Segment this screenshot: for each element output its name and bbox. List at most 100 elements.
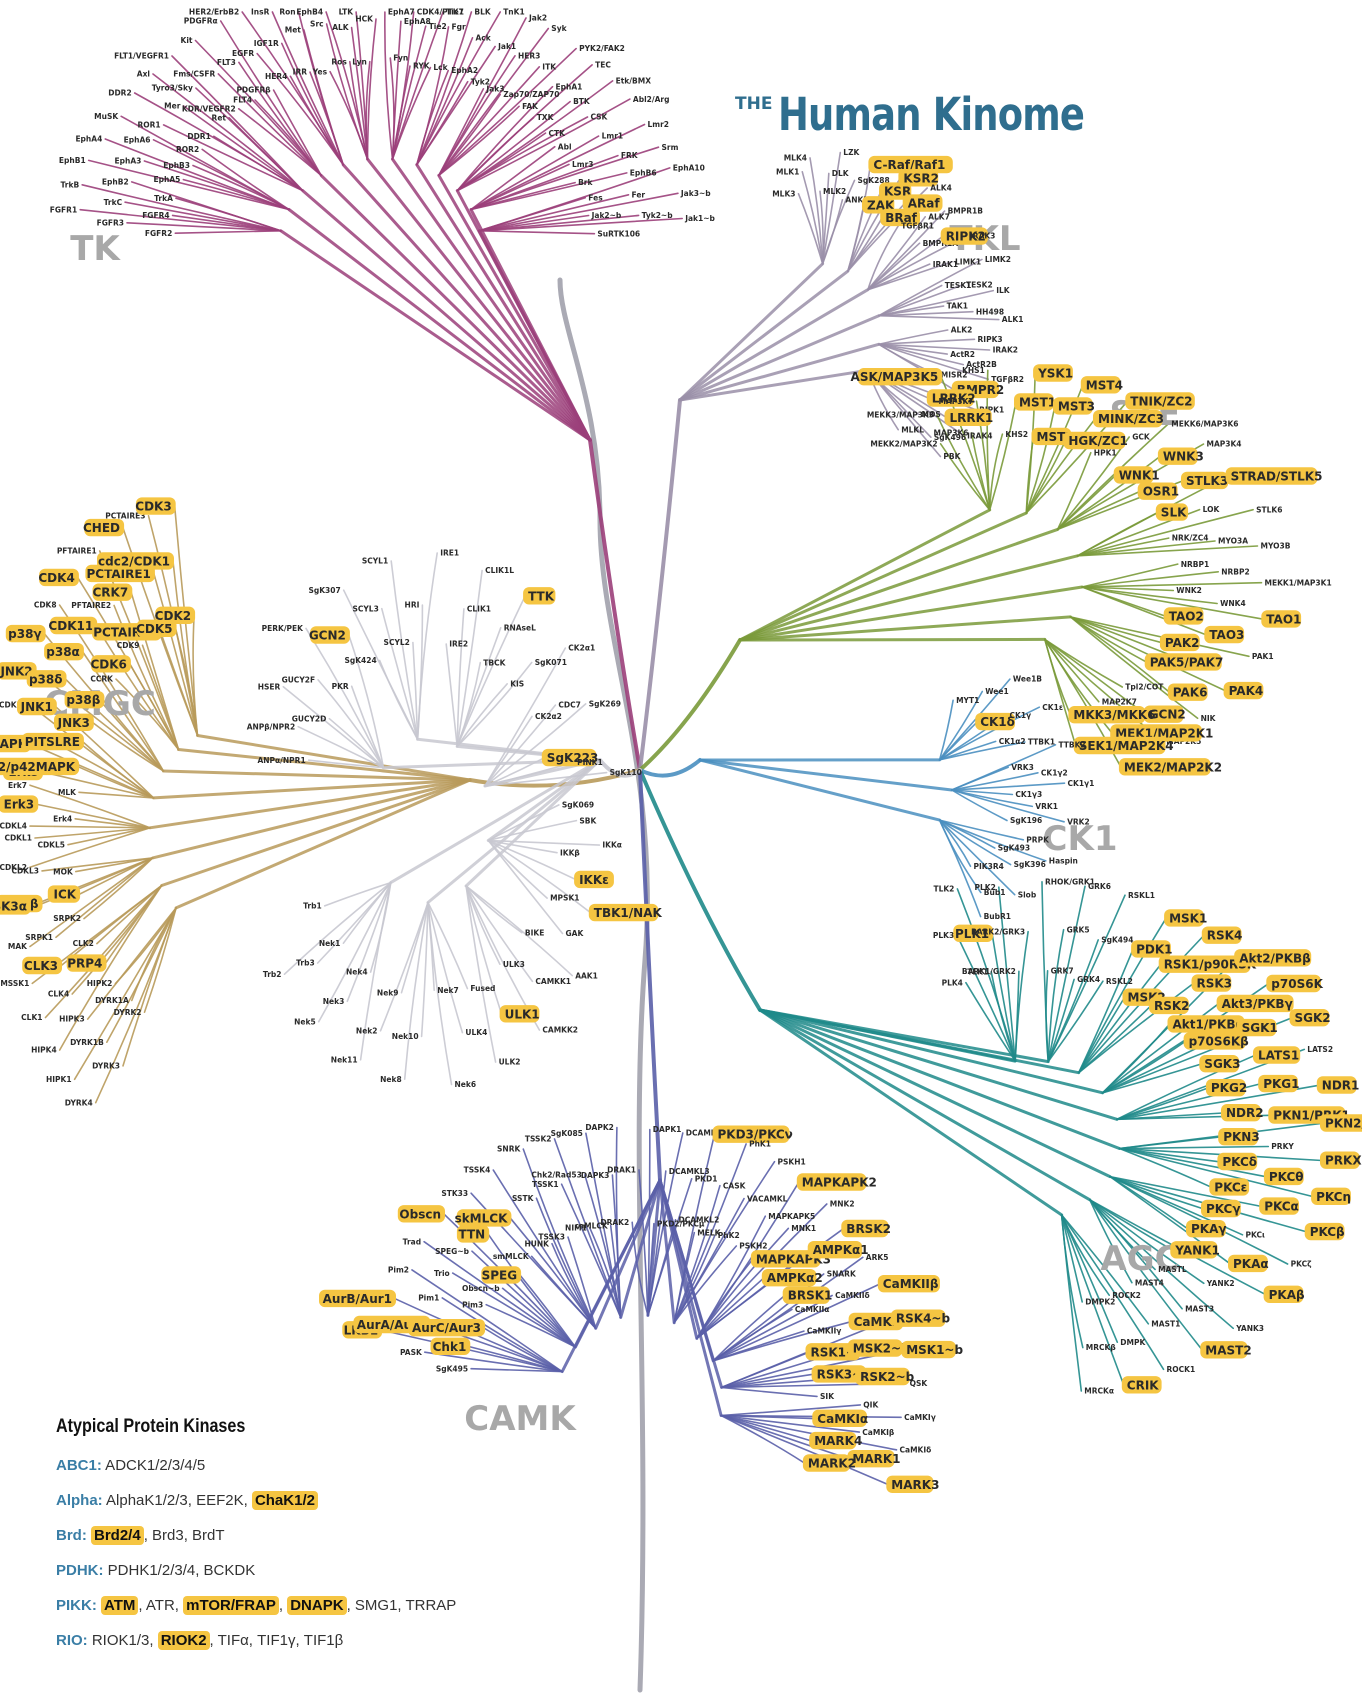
kinase-label: MLK [58,788,77,797]
kinase-name: ALK1 [1002,315,1024,324]
kinase-highlight [1163,607,1204,625]
leaf-branch [1077,917,1167,1074]
kinase-label: TSSK3 [538,1233,565,1242]
branch [477,229,592,442]
kinase-highlight [879,182,912,200]
kinase-highlight [1137,482,1178,500]
kinase-name: TrkC [104,198,123,207]
kinase-label: MISR2 [941,371,968,380]
leaf-branch [585,1132,622,1319]
kinase-highlight [898,169,939,187]
kinase-highlight [1200,1341,1248,1359]
kinase-label: p38β [64,691,105,709]
kinase-name: p38δ [29,672,63,686]
kinase-highlight [1118,758,1211,776]
kinase-label: SgK110 [610,768,642,777]
branch [415,163,592,442]
kinase-name: EphB2 [102,178,129,187]
leaf-branch [492,1169,597,1330]
kinase-name: GRK4 [1077,975,1100,984]
kinase-name: AMPKα1 [813,1243,869,1257]
kinase-label: PKG2 [1205,1079,1247,1097]
kinase-label: MLK4 [784,154,807,163]
kinase-label: MAST1 [1151,1319,1180,1328]
kinase-label: MST1 [1014,393,1056,411]
leaf-branch [317,679,385,769]
kinase-label: RSK2 [1149,996,1190,1015]
kinase-label: BLK [474,8,491,17]
kinase-name: NIK [1201,714,1217,723]
kinase-label: PSKH2 [739,1242,767,1251]
branch [738,554,1079,642]
kinase-name: PKR [332,682,349,691]
kinase-name: PhK2 [718,1231,740,1240]
kinase-label: TAO1 [1261,610,1301,628]
kinase-label: MARK1 [847,1450,901,1468]
kinase-label: ROCK1 [1167,1365,1196,1374]
kinase-label: PLK1 [953,924,994,942]
leaf-branch [938,706,1041,761]
kinase-name: KSR2 [903,171,939,185]
kinase-name: EphB4 [296,8,323,17]
kinase-label: p38δ [26,670,67,688]
leaf-branch [87,159,290,211]
kinase-label: CLK3 [22,956,62,975]
kinase-name: MSK2~b [853,1342,910,1356]
branch [738,637,1047,642]
kinase-label: GCN2 [1143,705,1186,723]
kinase-label: Tyk2~b [642,211,674,220]
kinase-name: KHS1 [962,366,985,375]
kinase-name: MRCKβ [1086,1343,1117,1352]
kinase-name: ULK4 [465,1028,487,1037]
kinase-name: EphA6 [124,135,151,144]
kinase-highlight [47,885,81,903]
kinase-label: IKKβ [560,848,580,857]
leaf-branch [1014,930,1029,1062]
kinase-label: Haspin [1049,857,1078,866]
leaf-branch [130,181,282,232]
kinase-label: AurC/Aur3 [408,1319,486,1337]
kinase-name: YSK1 [1037,367,1073,381]
leaf-branch [487,839,592,914]
kinase-name: CSK [591,113,609,122]
kinase-label: PKCα [1259,1197,1299,1215]
branch [758,1008,1064,1217]
kinase-label: DMPK [1120,1338,1146,1347]
leaf-branch [1118,1145,1270,1150]
kinase-name: CRK7 [92,586,128,600]
kinase-name: NDR2 [1226,1106,1264,1120]
kinase-name: PKCη [1316,1190,1351,1204]
leaf-branch [325,23,369,160]
kinase-name: PKN2/PRK2 [1325,1117,1362,1131]
kinase-label: TLK1 [967,967,988,976]
kinase-label: CDK3 [135,497,176,515]
kinase-name: MLK [58,788,77,797]
kinase-label: Trio [434,1269,450,1278]
leaf-branch [1089,1199,1204,1351]
kinase-label: BRSK2 [841,1219,891,1238]
kinase-label: DCAMKL3 [669,1167,710,1176]
kinase-name: TTK [528,589,555,603]
leaf-branch [465,885,501,965]
branch [758,1008,1121,1150]
leaf-branch [192,614,199,737]
leaf-branch [696,1227,790,1340]
kinase-name: CK2α1 [568,644,595,653]
leaf-branch [797,193,824,265]
kinase-label: TrkC [104,198,123,207]
kinase-name: p38γ [8,627,41,641]
leaf-branch [990,971,1016,1062]
leaf-branch [152,73,304,192]
kinase-highlight [1080,376,1121,394]
leaf-branch [553,1138,622,1319]
kinase-name: Abl [558,142,572,151]
kinase-label: CK2α1 [568,644,595,653]
kinase-name: SgK288 [858,176,890,185]
kinase-label: PASK [400,1348,423,1357]
leaf-branch [1047,894,1126,1063]
kinase-label: SgK396 [1014,860,1046,869]
kinase-highlight [1320,1114,1362,1132]
kinase-name: AurC/Aur3 [412,1321,481,1335]
branch [758,1008,1119,1121]
kinase-label: ALK1 [1002,315,1024,324]
